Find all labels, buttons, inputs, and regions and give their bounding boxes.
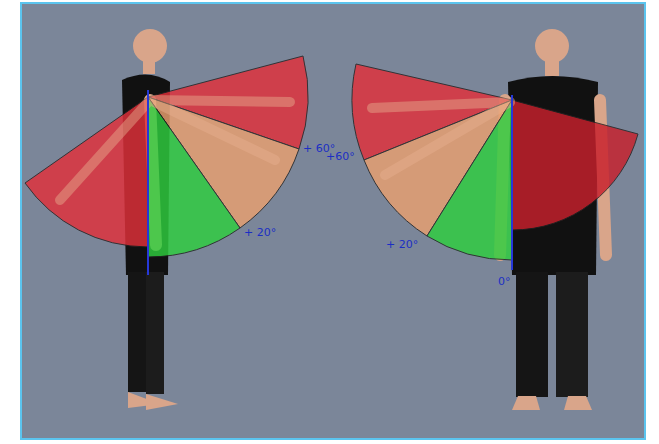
vertical-reference-line <box>147 90 149 275</box>
angle-label: 0° <box>498 275 511 288</box>
angle-label: + 20° <box>386 238 418 251</box>
angle-label: +60° <box>326 150 355 163</box>
ghost-arms <box>372 102 510 175</box>
ghost-arms <box>60 100 290 200</box>
side-view-sectors <box>25 56 308 257</box>
photo-frame <box>21 3 645 439</box>
front-view-sectors <box>352 64 638 260</box>
vertical-reference-line <box>511 95 513 270</box>
angle-label: + 20° <box>244 226 276 239</box>
